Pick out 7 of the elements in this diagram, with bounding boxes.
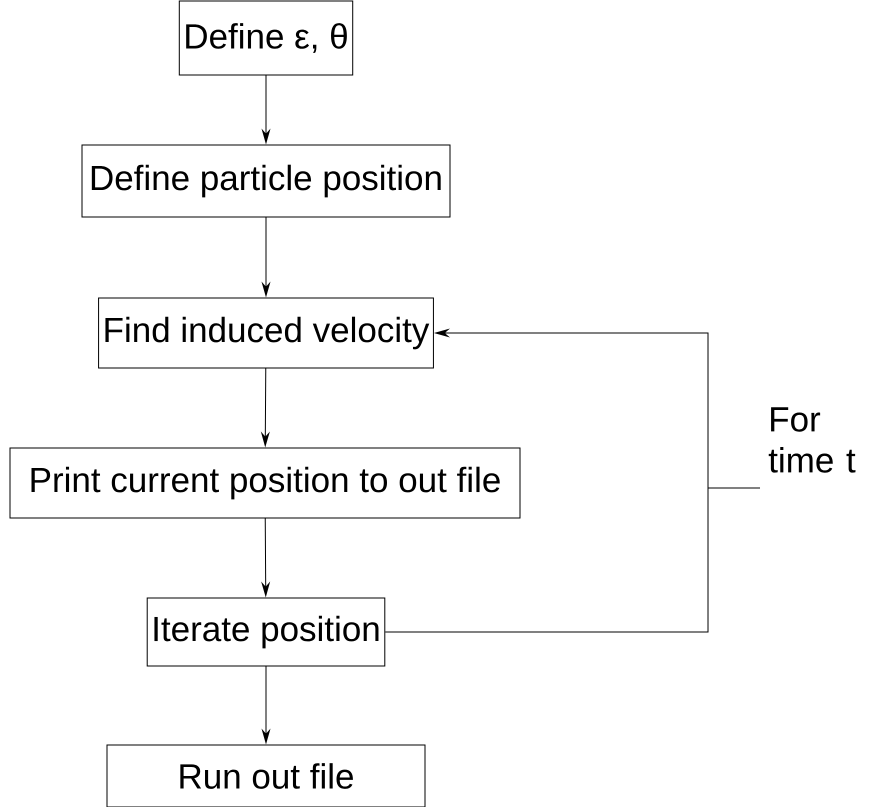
process-box: Find induced velocity [98, 298, 434, 368]
process-box: Print current position to out file [10, 448, 520, 518]
process-box: Define ε, θ [178, 0, 354, 76]
process-box: Run out file [106, 744, 426, 807]
process-box: Define particle position [82, 144, 450, 218]
process-box: Iterate position [146, 598, 386, 666]
edge-label: For time t [768, 407, 856, 473]
